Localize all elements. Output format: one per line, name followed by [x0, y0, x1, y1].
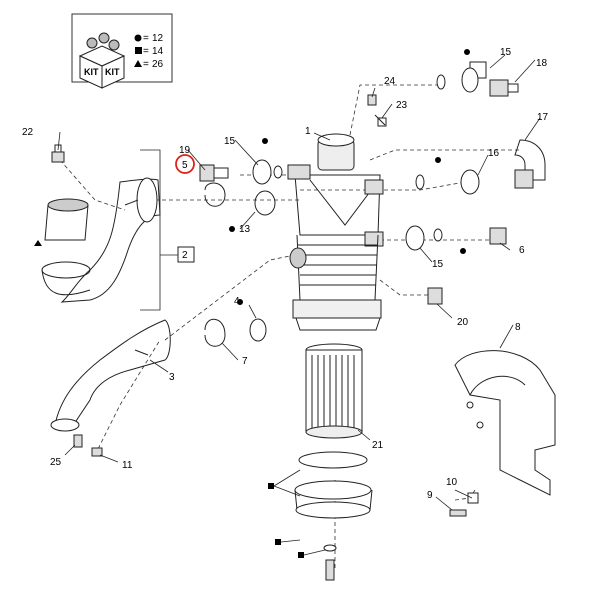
leader-lines: [57, 54, 541, 556]
svg-text:=: =: [143, 59, 149, 70]
drain-bolt: [325, 559, 335, 581]
callout-5: 5: [182, 160, 188, 171]
callout-18: 18: [536, 58, 548, 69]
elbow-17: [514, 139, 546, 189]
callout-8: 8: [515, 322, 521, 333]
kit-label-right: KIT: [105, 67, 120, 77]
o-ring-13: [254, 190, 276, 216]
callout-2: 2: [182, 250, 188, 261]
callout-9: 9: [427, 490, 433, 501]
callout-13: 13: [239, 224, 251, 235]
intake-pipe-upper: [60, 177, 161, 303]
callout-11: 11: [122, 460, 133, 471]
kit-label-left: KIT: [84, 67, 99, 77]
clamp-upper: [204, 182, 226, 207]
callout-23: 23: [396, 100, 408, 111]
callout-24: 24: [384, 76, 396, 87]
group-bracket: 2: [140, 149, 195, 311]
fitting-20: [427, 287, 443, 305]
clamp-15-left: [252, 159, 283, 185]
callout-15-top: 15: [500, 47, 512, 58]
callout-21: 21: [372, 440, 384, 451]
kit-square-count: 14: [152, 46, 164, 57]
triangle-symbol-icon: [134, 60, 142, 67]
callout-4: 4: [234, 296, 240, 307]
callout-17: 17: [537, 112, 549, 123]
hose-part: [41, 198, 91, 296]
mounting-bracket-8: [454, 350, 556, 496]
kit-triangle-count: 26: [152, 59, 164, 70]
kit-symbols: [34, 49, 470, 558]
callout-6: 6: [519, 245, 525, 256]
clamp-7: [204, 318, 267, 347]
callout-10: 10: [446, 477, 458, 488]
callout-3: 3: [169, 372, 175, 383]
callout-19: 19: [179, 145, 191, 156]
callout-7: 7: [242, 356, 248, 367]
svg-text:=: =: [143, 46, 149, 57]
callout-labels: 1 3 4 6 7 8 9 10 11 13 15 15 15 16 17 18…: [22, 47, 549, 501]
callout-box-2: [177, 246, 195, 263]
callout-25: 25: [50, 457, 62, 468]
kit-circle-count: 12: [152, 33, 164, 44]
assembly-lines: [59, 84, 520, 570]
filter-housing: [287, 133, 384, 331]
callout-16: 16: [488, 148, 500, 159]
fitting-22: [51, 144, 65, 163]
fitting-15-mid: [405, 225, 507, 251]
callout-15-mid: 15: [432, 259, 444, 270]
square-symbol-icon: [135, 47, 142, 54]
callout-1: 1: [305, 126, 311, 137]
clamp-16: [415, 169, 480, 195]
highlight-ring: [175, 154, 195, 174]
callout-22: 22: [22, 127, 34, 138]
kit-box-icon: KIT KIT: [78, 32, 126, 89]
bolts-25-11: [73, 434, 103, 457]
circle-symbol-icon: [134, 34, 142, 42]
fitting-15-top: [436, 61, 519, 97]
callout-15-left: 15: [224, 136, 236, 147]
filter-element-21: [305, 343, 363, 439]
coupling-19: [199, 164, 229, 182]
intake-pipe-lower: [50, 319, 171, 432]
bolts-9-10: [449, 492, 479, 517]
fitting-23-24: [367, 94, 387, 127]
seal-rings-lower: [294, 451, 373, 581]
callout-20: 20: [457, 317, 469, 328]
svg-text:=: =: [143, 33, 149, 44]
kit-legend: KIT KIT = 12 = 14 = 26: [71, 13, 173, 89]
